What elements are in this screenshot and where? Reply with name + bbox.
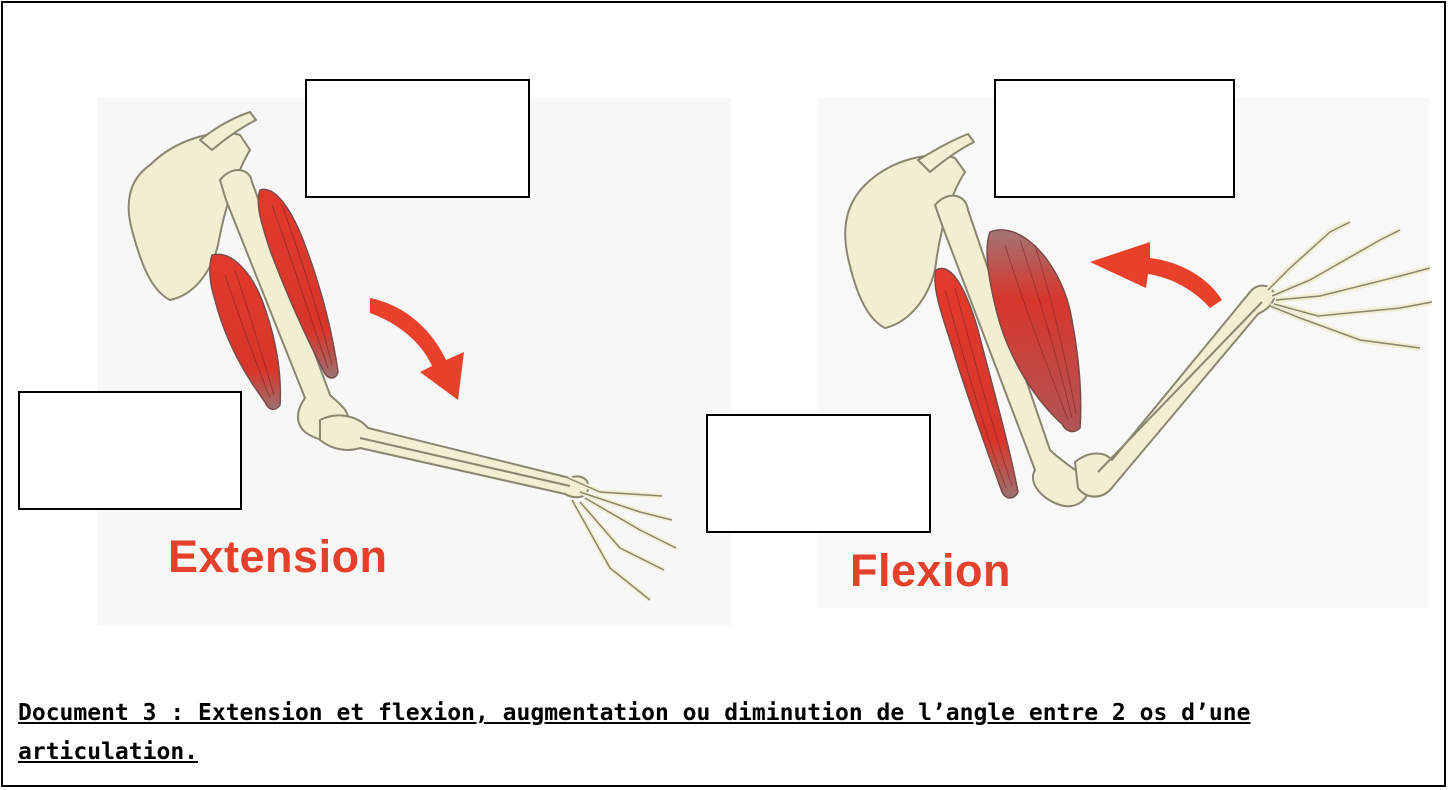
forearm-left <box>320 415 588 497</box>
flexion-label: Flexion <box>850 545 1011 597</box>
extension-label: Extension <box>168 531 388 583</box>
flexion-hand <box>1268 222 1432 348</box>
answer-box-bottom-left[interactable] <box>18 391 242 510</box>
answer-box-top-left[interactable] <box>305 79 530 198</box>
extension-arrow <box>370 298 464 400</box>
answer-box-bottom-right[interactable] <box>706 414 931 533</box>
document-caption: Document 3 : Extension et flexion, augme… <box>18 694 1426 772</box>
answer-box-top-right[interactable] <box>994 79 1235 198</box>
flexion-arrow <box>1090 242 1222 308</box>
